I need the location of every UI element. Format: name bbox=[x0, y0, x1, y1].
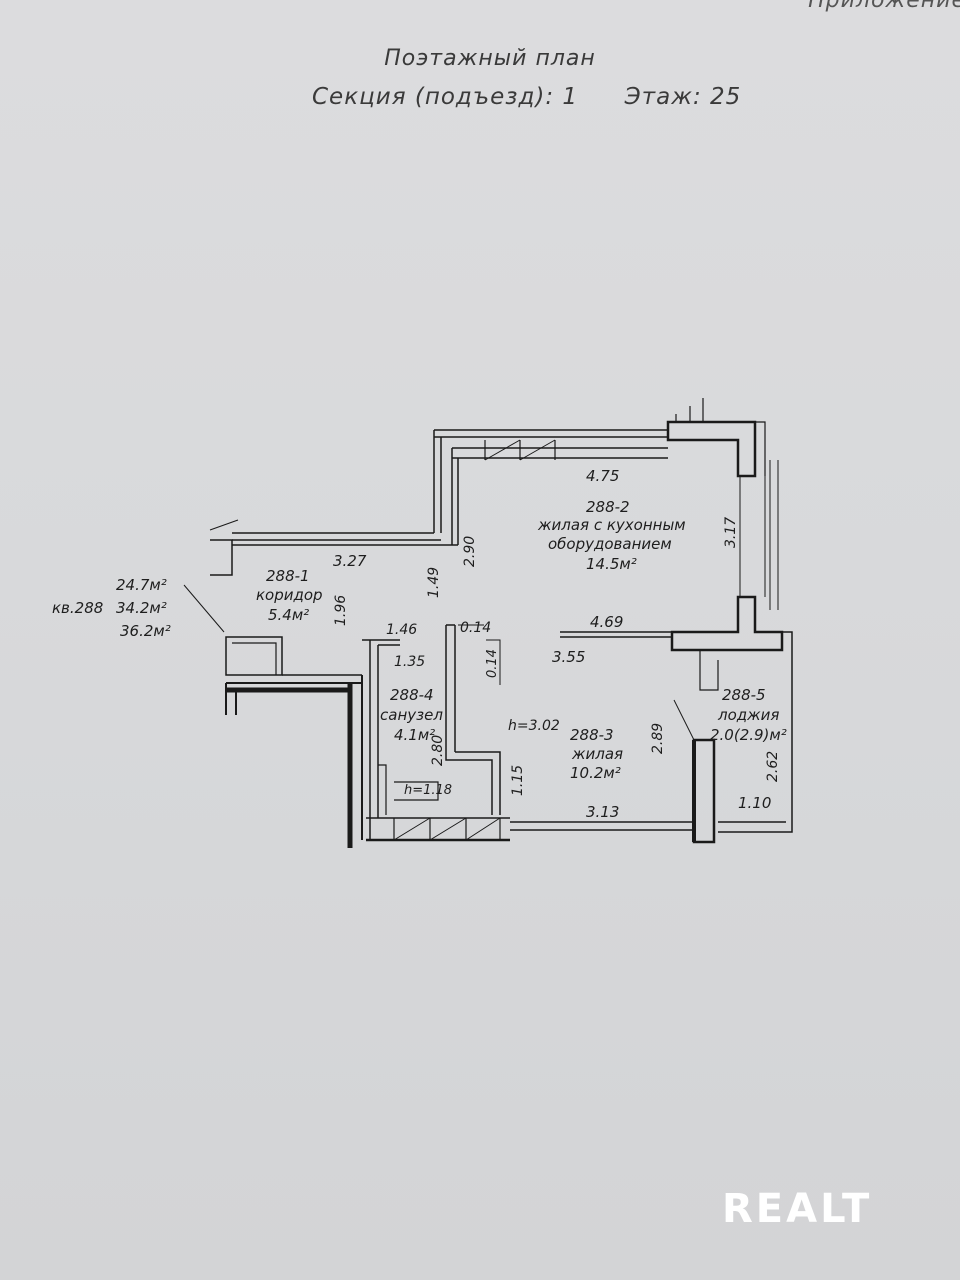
dim-1-35: 1.35 bbox=[394, 654, 425, 670]
leader-loggia bbox=[673, 699, 695, 741]
column-mid-right bbox=[670, 595, 784, 652]
room-288-1-name: коридор bbox=[256, 586, 323, 604]
room-288-2-id: 288-2 bbox=[586, 498, 630, 516]
dim-3-17: 3.17 bbox=[723, 517, 739, 548]
dim-0-14-a: 0.14 bbox=[460, 620, 491, 636]
dim-2-89: 2.89 bbox=[650, 723, 666, 754]
window-bottom bbox=[393, 818, 501, 840]
room-288-4-name: санузел bbox=[380, 706, 443, 724]
dim-2-62: 2.62 bbox=[765, 751, 781, 782]
room-288-5-id: 288-5 bbox=[722, 686, 766, 704]
dim-1-49: 1.49 bbox=[426, 567, 442, 598]
realt-watermark-logo: REALT bbox=[722, 1186, 873, 1232]
room-288-5-name: лоджия bbox=[717, 706, 779, 724]
loggia-outline bbox=[718, 631, 793, 833]
apt-area-living: 24.7м² bbox=[116, 576, 167, 594]
dim-h-1-18: h=1.18 bbox=[404, 783, 452, 798]
appendix-label: Приложение bbox=[808, 0, 960, 13]
room-288-3-area: 10.2м² bbox=[570, 764, 621, 782]
plan-subtitle: Секция (подъезд): 1 Этаж: 25 bbox=[312, 84, 741, 110]
room-288-3-id: 288-3 bbox=[570, 726, 614, 744]
dim-4-75: 4.75 bbox=[586, 467, 619, 485]
dim-3-27: 3.27 bbox=[333, 552, 367, 570]
room-288-2-area: 14.5м² bbox=[586, 555, 637, 573]
room-288-4-id: 288-4 bbox=[390, 686, 434, 704]
room-288-2-name-1: жилая с кухонным bbox=[537, 516, 686, 534]
dim-1-96: 1.96 bbox=[333, 595, 349, 626]
floor-label: Этаж: 25 bbox=[624, 84, 742, 110]
column-top-right bbox=[666, 420, 757, 478]
apt-area-total: 34.2м² bbox=[116, 599, 167, 617]
apt-number: кв.288 bbox=[52, 599, 103, 617]
room-288-1-id: 288-1 bbox=[266, 567, 310, 585]
room-288-4-area: 4.1м² bbox=[394, 726, 435, 744]
dim-1-10: 1.10 bbox=[738, 794, 771, 812]
column-loggia bbox=[692, 738, 716, 844]
leader-apartment bbox=[183, 584, 225, 633]
window-right bbox=[739, 460, 779, 610]
room-288-1-area: 5.4м² bbox=[268, 606, 309, 624]
dim-0-14-b: 0.14 bbox=[485, 649, 500, 678]
dim-3-13: 3.13 bbox=[586, 803, 619, 821]
dim-2-90: 2.90 bbox=[462, 536, 478, 567]
dim-1-46: 1.46 bbox=[386, 622, 417, 638]
window-top bbox=[484, 440, 556, 460]
room-288-3-name: жилая bbox=[571, 745, 623, 763]
dim-4-69: 4.69 bbox=[590, 613, 623, 631]
dim-h-3-02: h=3.02 bbox=[508, 718, 560, 734]
section-label: Секция (подъезд): 1 bbox=[312, 84, 579, 110]
room-288-2-name-2: оборудованием bbox=[548, 535, 672, 553]
dim-3-55: 3.55 bbox=[552, 648, 585, 666]
dim-1-15: 1.15 bbox=[510, 765, 526, 796]
room-288-5-area: 2.0(2.9)м² bbox=[710, 726, 787, 744]
dim-2-80: 2.80 bbox=[430, 735, 446, 766]
wall-left-stub bbox=[210, 539, 233, 576]
apt-area-with-loggia: 36.2м² bbox=[120, 622, 171, 640]
plan-title: Поэтажный план bbox=[384, 46, 596, 71]
